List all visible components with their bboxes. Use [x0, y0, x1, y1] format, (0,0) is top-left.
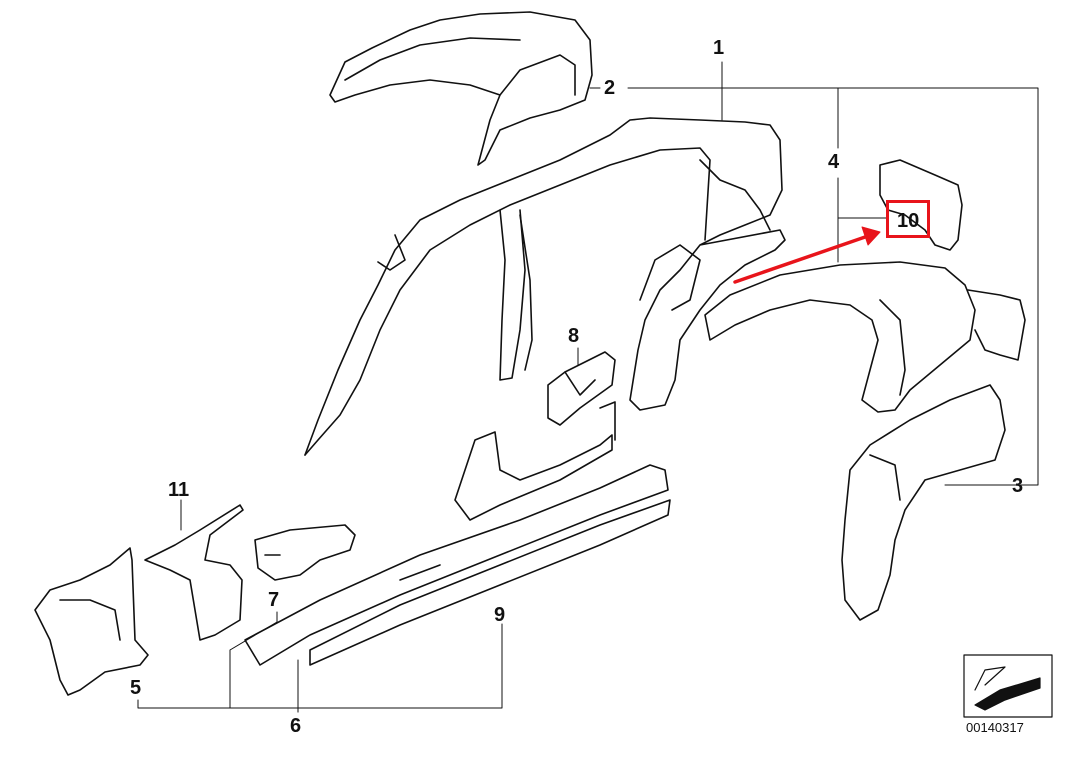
part-4-wheel-arch [704, 261, 1026, 413]
part-8-bracket [547, 351, 616, 426]
callout-10: 10 [897, 210, 920, 232]
part-5-front-panel [34, 547, 149, 696]
callout-1: 1 [713, 37, 725, 59]
callout-9: 9 [494, 604, 506, 626]
callout-8: 8 [568, 325, 580, 347]
part-2-upper-panel [329, 11, 593, 166]
part-1-side-frame [304, 117, 786, 456]
callout-2: 2 [604, 77, 616, 99]
callout-5: 5 [130, 677, 142, 699]
part-9-sill [244, 464, 671, 666]
callout-11: 11 [168, 479, 190, 501]
diagram-reference-id: 00140317 [966, 720, 1024, 735]
callout-7: 7 [268, 589, 280, 611]
callout-3: 3 [1012, 475, 1024, 497]
callout-6: 6 [290, 715, 302, 737]
callout-4: 4 [828, 151, 840, 173]
orientation-icon-box [963, 654, 1053, 718]
part-3-wheelhouse [841, 384, 1006, 621]
highlight-arrow [733, 226, 881, 284]
part-11-pillar [144, 504, 244, 641]
part-7-bracket [254, 524, 356, 581]
leader-lines [137, 61, 1039, 713]
part-lower-sill-trim [454, 401, 616, 521]
highlight-box-10: 10 [886, 200, 930, 238]
